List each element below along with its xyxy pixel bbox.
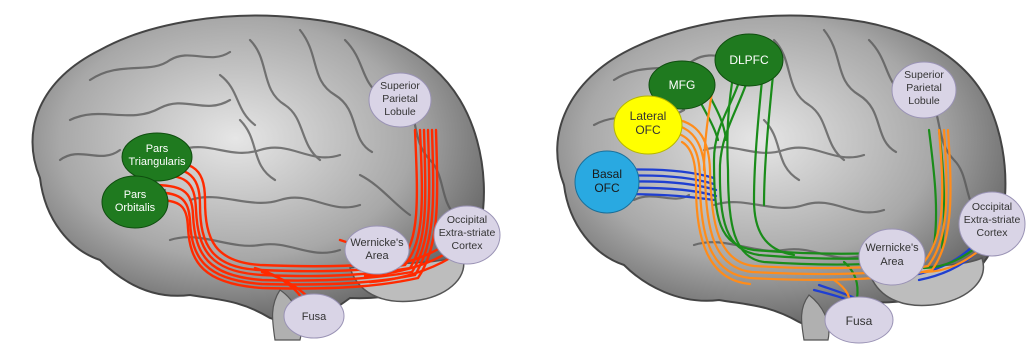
basal-ofc-line1: Basal bbox=[592, 167, 622, 181]
lateral-ofc-line1: Lateral bbox=[630, 109, 667, 123]
basal-ofc-line2: OFC bbox=[594, 181, 620, 195]
node-dlpfc: DLPFC bbox=[715, 34, 783, 86]
spl-line2: Parietal bbox=[382, 93, 418, 105]
left-brain-figure: Pars Triangularis Pars Orbitalis Superio… bbox=[0, 0, 514, 344]
occipital-line3: Cortex bbox=[452, 240, 484, 252]
wernickes-line2: Area bbox=[880, 256, 904, 268]
node-fusa: Fusa bbox=[825, 297, 893, 343]
occipital-line2: Extra-striate bbox=[439, 227, 496, 239]
wernickes-line2: Area bbox=[365, 250, 389, 262]
wernickes-line1: Wernicke's bbox=[865, 242, 919, 254]
dlpfc-label: DLPFC bbox=[729, 53, 769, 67]
node-occipital-cortex: Occipital Extra-striate Cortex bbox=[959, 192, 1025, 256]
node-pars-triangularis: Pars Triangularis bbox=[122, 133, 192, 181]
spl-line1: Superior bbox=[380, 80, 420, 92]
left-brain-panel: Pars Triangularis Pars Orbitalis Superio… bbox=[0, 0, 514, 344]
pars-orbitalis-line1: Pars bbox=[124, 189, 147, 201]
occipital-line3: Cortex bbox=[977, 227, 1009, 239]
right-brain-panel: DLPFC MFG Lateral OFC Basal OFC Superior… bbox=[514, 0, 1027, 344]
mfg-label: MFG bbox=[669, 78, 696, 92]
spl-line1: Superior bbox=[904, 69, 944, 81]
lateral-ofc-line2: OFC bbox=[635, 123, 661, 137]
pars-triangularis-line2: Triangularis bbox=[128, 156, 186, 168]
occipital-line1: Occipital bbox=[972, 201, 1012, 213]
node-wernickes-area: Wernicke's Area bbox=[345, 226, 409, 274]
node-superior-parietal-lobule: Superior Parietal Lobule bbox=[369, 73, 431, 127]
node-lateral-ofc: Lateral OFC bbox=[614, 96, 682, 154]
spl-line3: Lobule bbox=[384, 106, 416, 118]
spl-line3: Lobule bbox=[908, 95, 940, 107]
right-brain-figure: DLPFC MFG Lateral OFC Basal OFC Superior… bbox=[514, 0, 1027, 344]
pars-triangularis-line1: Pars bbox=[146, 143, 169, 155]
wernickes-line1: Wernicke's bbox=[350, 237, 404, 249]
node-pars-orbitalis: Pars Orbitalis bbox=[102, 176, 168, 228]
node-basal-ofc: Basal OFC bbox=[575, 151, 639, 213]
node-wernickes-area: Wernicke's Area bbox=[859, 229, 925, 285]
pars-orbitalis-line2: Orbitalis bbox=[115, 202, 156, 214]
node-occipital-cortex: Occipital Extra-striate Cortex bbox=[434, 206, 500, 264]
fusa-label: Fusa bbox=[302, 311, 327, 323]
fusa-label: Fusa bbox=[846, 314, 873, 328]
occipital-line1: Occipital bbox=[447, 214, 487, 226]
node-superior-parietal-lobule: Superior Parietal Lobule bbox=[892, 62, 956, 118]
occipital-line2: Extra-striate bbox=[964, 214, 1021, 226]
node-fusa: Fusa bbox=[284, 294, 344, 338]
spl-line2: Parietal bbox=[906, 82, 942, 94]
